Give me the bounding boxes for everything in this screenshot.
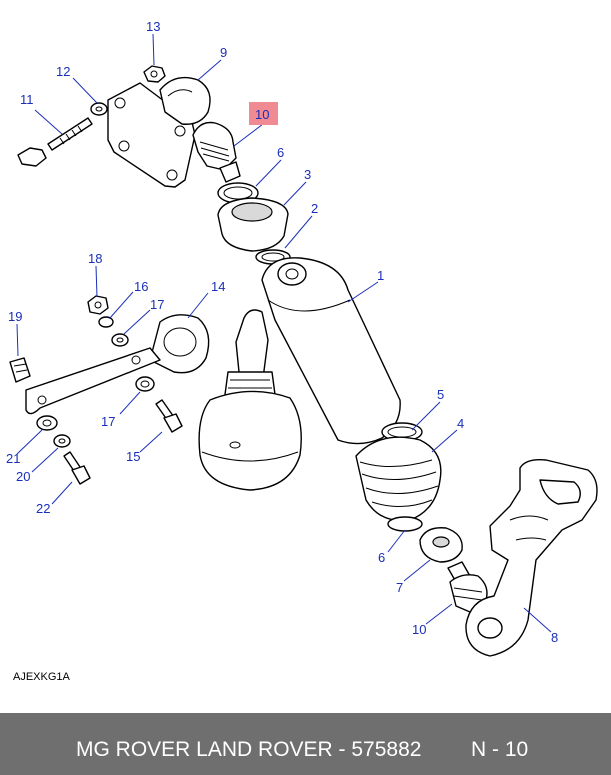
callouts: 13 9 12 11 10 6 3 2 1 14 18 16 17 19 5 4… <box>6 19 558 645</box>
callout-19: 19 <box>8 309 22 324</box>
bracket-8 <box>465 458 598 657</box>
nut-13 <box>143 65 166 83</box>
callout-21: 21 <box>6 451 20 466</box>
callout-5: 5 <box>437 387 444 402</box>
callout-12: 12 <box>56 64 70 79</box>
leader-lines <box>16 33 552 633</box>
bolt-15 <box>155 399 183 433</box>
washer-16 <box>98 316 114 328</box>
highlight-box <box>249 102 278 125</box>
washer-21 <box>36 415 58 431</box>
callout-11: 11 <box>20 92 34 107</box>
callout-16: 16 <box>134 279 148 294</box>
nut-18 <box>87 295 109 315</box>
nut-20 <box>53 434 71 448</box>
callout-15: 15 <box>126 449 140 464</box>
parts-diagram: 13 9 12 11 10 6 3 2 1 14 18 16 17 19 5 4… <box>6 19 598 657</box>
callout-1: 1 <box>377 268 384 283</box>
callout-13: 13 <box>146 19 160 34</box>
bolt-11 <box>17 117 93 167</box>
clamp-14 <box>25 314 210 415</box>
callout-3: 3 <box>304 167 311 182</box>
callout-22: 22 <box>36 501 50 516</box>
callout-2: 2 <box>311 201 318 216</box>
callout-10-top: 10 <box>255 107 269 122</box>
washer-12 <box>90 102 108 116</box>
footer-bar: MG ROVER LAND ROVER - 575882 N - 10 <box>0 713 611 775</box>
callout-6-top: 6 <box>277 145 284 160</box>
bellows-4 <box>355 436 442 522</box>
callout-14: 14 <box>211 279 225 294</box>
upper-dome <box>159 76 211 125</box>
cup-3 <box>217 197 289 252</box>
diagram-code: AJEXKG1A <box>13 671 70 683</box>
o-ring-6-lower <box>387 516 423 532</box>
callout-6-lower: 6 <box>378 550 385 565</box>
valve-10-top <box>192 121 241 183</box>
clip-19 <box>9 357 31 383</box>
callout-9: 9 <box>220 45 227 60</box>
washer-17-lower <box>135 376 155 392</box>
footer-title: MG ROVER LAND ROVER - 575882 <box>76 738 422 761</box>
air-spring <box>198 309 302 491</box>
callout-10-lower: 10 <box>412 622 426 637</box>
callout-20: 20 <box>16 469 30 484</box>
bolt-22 <box>63 451 91 485</box>
callout-7: 7 <box>396 580 403 595</box>
washer-17-top <box>111 333 129 347</box>
footer-ref: N - 10 <box>471 738 529 761</box>
cup-7 <box>419 527 463 563</box>
cylinder-1 <box>261 257 401 445</box>
callout-8: 8 <box>551 630 558 645</box>
callout-18: 18 <box>88 251 102 266</box>
callout-17-top: 17 <box>150 297 164 312</box>
callout-4: 4 <box>457 416 464 431</box>
callout-17-lower: 17 <box>101 414 115 429</box>
